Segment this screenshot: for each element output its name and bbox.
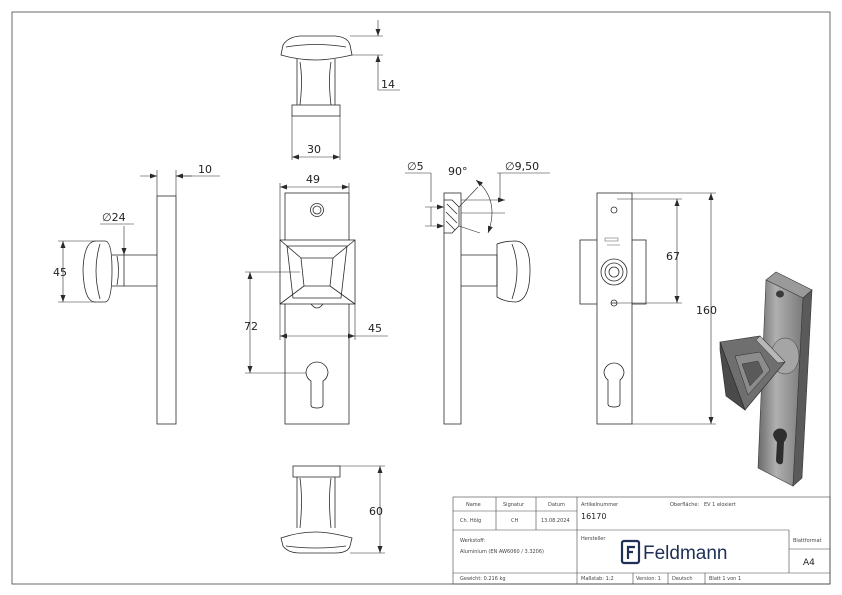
tb-signature-value: CH [511,518,518,524]
tb-name-value: Ch. Hölg [460,518,481,524]
dim-plate-width [279,183,350,240]
dim-text-67: 67 [666,250,680,263]
tb-sheet: Blatt 1 von 1 [709,576,741,582]
tb-sheet-format-label: Blattformat [793,538,822,544]
tb-material-value: Aluminium (EN AW6060 / 3.3206) [460,549,544,555]
dim-rosette-width [279,304,388,340]
dim-rosette-offset [245,271,306,374]
dim-hole-spacing [617,198,682,304]
dim-top-height [350,20,400,91]
dim-text-49: 49 [306,173,320,186]
tb-version: Version: 1 [636,576,661,582]
section-view [443,192,531,425]
dim-hole-diameter [405,172,444,229]
tb-sheet-format-value: A4 [803,558,815,568]
dim-bottom-height [340,465,385,554]
tb-surface-label: Oberfläche: [670,502,699,508]
isometric-view [719,271,813,487]
tb-signature-label: Signatur [503,502,525,508]
dim-text-45-left: 45 [53,266,67,279]
dim-text-d24: ∅24 [102,211,126,224]
dim-text-72: 72 [244,320,258,333]
top-knob-view [280,35,353,117]
front-view [279,192,356,425]
tb-date-label: Datum [548,502,565,508]
dim-text-30: 30 [307,143,321,156]
bottom-knob-view [280,465,353,554]
tb-manufacturer-label: Hersteller [581,536,606,542]
dim-text-10: 10 [198,163,212,176]
tb-surface-value: EV 1 eloxiert [704,502,736,508]
tb-scale: Maßstab: 1:2 [581,576,614,582]
tb-language: Deutsch [672,576,693,582]
tb-article-label: Artikelnummer [581,502,619,508]
left-side-view [82,195,177,425]
dim-countersink [458,172,550,234]
dim-plate-length [632,192,716,425]
feldmann-logo-icon [620,539,641,565]
tb-weight: Gewicht: 0.216 kg [460,576,506,582]
tb-date-value: 13.08.2024 [541,518,570,524]
dim-text-90deg: 90° [448,165,468,178]
dim-text-45-front: 45 [368,322,382,335]
dim-text-60: 60 [369,505,383,518]
dim-text-160: 160 [696,304,717,317]
title-block [452,496,831,585]
dim-knob-diameter [100,223,134,255]
dim-knob-height [58,240,96,303]
tb-article-value: 16170 [581,512,606,521]
back-view [579,192,647,425]
dim-text-14: 14 [381,78,395,91]
sheet-border [11,11,831,585]
tb-name-label: Name [466,502,481,508]
dim-plate-thickness [140,170,220,196]
tb-material-label: Werkstoff: [460,538,486,544]
dim-text-d950: ∅9,50 [505,160,539,173]
dim-text-d5: ∅5 [407,160,424,173]
dim-top-width [291,116,341,160]
brand-name: Feldmann [643,543,728,564]
